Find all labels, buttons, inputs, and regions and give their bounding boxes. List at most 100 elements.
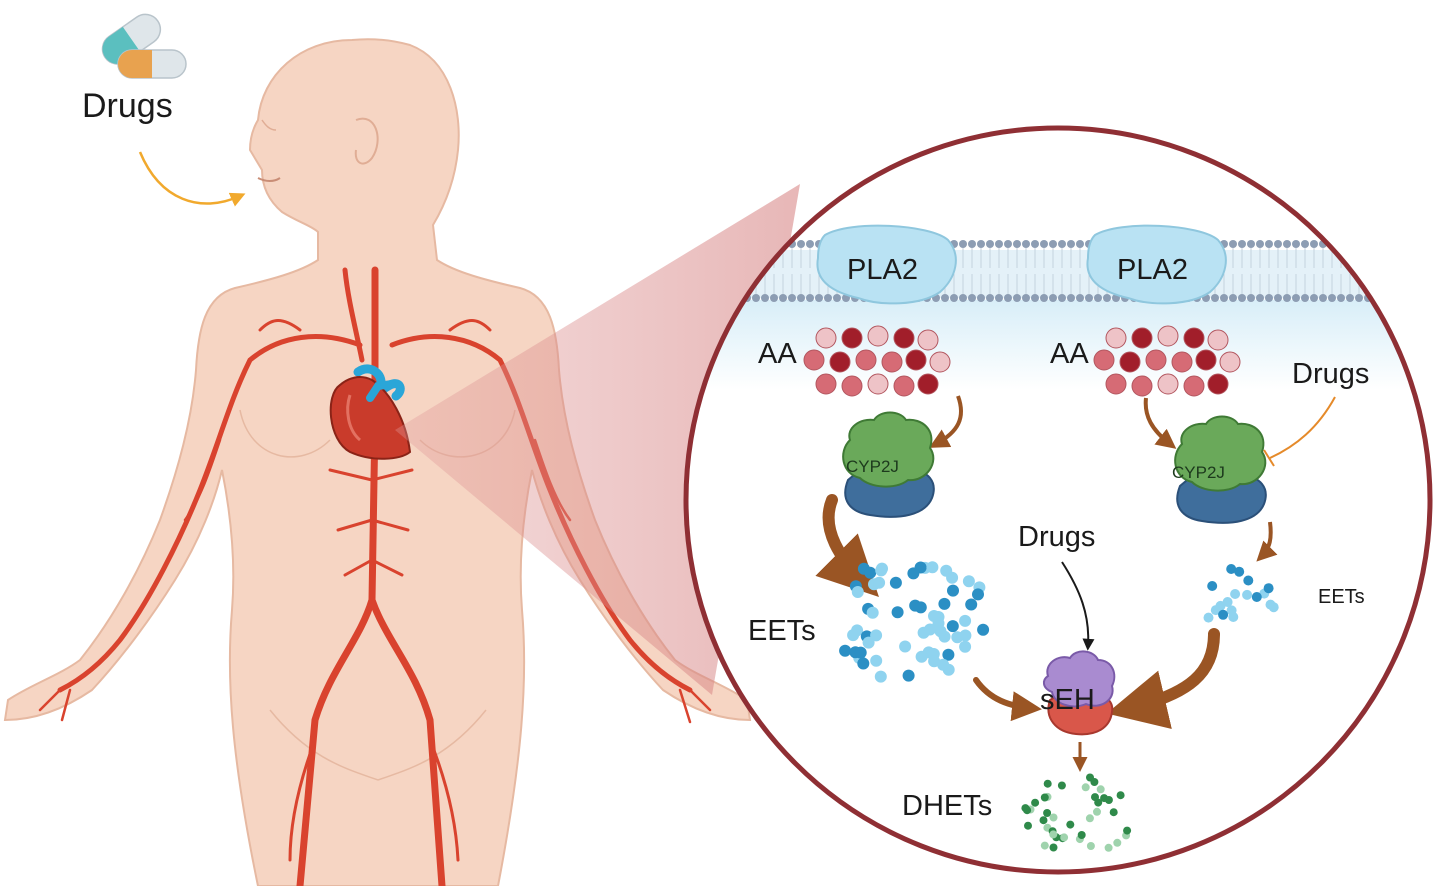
aa-cluster-left — [803, 325, 951, 397]
lipid-head — [977, 240, 985, 248]
lipid-head — [1265, 294, 1273, 302]
dhet-molecule — [1113, 838, 1122, 847]
aa-molecule — [841, 375, 863, 397]
lipid-head — [1310, 240, 1318, 248]
lipid-head — [833, 294, 841, 302]
oral-intake-arrow — [138, 151, 246, 207]
cyp2j-left-label: CYP2J — [846, 457, 899, 476]
lipid-head — [1301, 240, 1309, 248]
lipid-head — [1364, 240, 1372, 248]
aa-molecule — [815, 373, 837, 395]
lipid-head — [1040, 294, 1048, 302]
aa-cluster-right — [1093, 325, 1241, 397]
lipid-head — [1067, 240, 1075, 248]
arrow-eets-to-seh-right — [1106, 628, 1220, 730]
eet-molecule — [1230, 589, 1241, 599]
lipid-head — [1292, 294, 1300, 302]
lipid-head — [1400, 240, 1408, 248]
eet-molecule — [942, 648, 955, 661]
dhet-molecule — [1104, 843, 1113, 852]
lipid-head — [1427, 294, 1430, 302]
eet-molecule — [965, 598, 978, 611]
aa-molecule — [867, 373, 889, 395]
arrow-aa-to-cyp-right — [1143, 397, 1177, 449]
dhet-molecule — [1049, 813, 1058, 822]
lipid-head — [824, 294, 832, 302]
lipid-head — [1355, 294, 1363, 302]
lipid-head — [1283, 294, 1291, 302]
lipid-head — [1400, 294, 1408, 302]
aa-molecule — [803, 349, 825, 371]
lipid-head — [1355, 240, 1363, 248]
lipid-head — [1274, 240, 1282, 248]
aa-molecule — [917, 373, 939, 395]
eet-molecule — [937, 658, 950, 671]
aa-molecule — [829, 351, 851, 373]
eet-molecule — [870, 654, 883, 667]
lipid-head — [977, 294, 985, 302]
lipid-head — [1094, 294, 1102, 302]
eet-molecule — [1234, 566, 1245, 577]
eet-molecule — [847, 629, 860, 642]
pla2-right-label: PLA2 — [1117, 254, 1188, 286]
lipid-head — [1382, 240, 1390, 248]
aa-molecule — [917, 329, 939, 351]
lipid-head — [1013, 240, 1021, 248]
eet-molecule — [902, 669, 915, 682]
aa-molecule — [867, 325, 889, 347]
pla2-enzyme-right: PLA2 — [1086, 224, 1227, 305]
eet-molecule — [864, 566, 877, 579]
dhet-molecule — [1057, 781, 1066, 790]
seh-enzyme: sEH — [1040, 650, 1116, 736]
aa-molecule — [1105, 327, 1127, 349]
aa-molecule — [1093, 349, 1115, 371]
seh-label: sEH — [1040, 684, 1095, 716]
lipid-head — [1346, 294, 1354, 302]
lipid-head — [779, 294, 787, 302]
eet-molecule — [940, 564, 953, 577]
aa-right-label: AA — [1050, 338, 1089, 370]
aa-molecule — [1131, 375, 1153, 397]
lipid-head — [1310, 294, 1318, 302]
aa-molecule — [1119, 351, 1141, 373]
lipid-head — [1373, 240, 1381, 248]
lipid-head — [1256, 240, 1264, 248]
aa-molecule — [1207, 329, 1229, 351]
dhet-molecule — [1023, 806, 1032, 815]
eet-molecule — [839, 644, 852, 657]
eet-molecule — [928, 610, 940, 622]
eet-molecule — [1263, 583, 1274, 594]
capsule-icon — [101, 13, 187, 79]
lipid-head — [1022, 294, 1030, 302]
eet-molecule — [934, 625, 947, 638]
dhet-molecule — [1096, 785, 1105, 794]
pla2-left-label: PLA2 — [847, 254, 918, 286]
eet-molecule — [959, 640, 972, 653]
lipid-head — [995, 294, 1003, 302]
lipid-head — [1391, 294, 1399, 302]
eet-molecule — [947, 584, 959, 597]
lipid-head — [1292, 240, 1300, 248]
eets-cluster-left — [839, 561, 990, 683]
aa-molecule — [1105, 373, 1127, 395]
lipid-head — [1247, 294, 1255, 302]
eet-molecule — [873, 576, 886, 589]
aa-molecule — [855, 349, 877, 371]
lipid-head — [761, 294, 769, 302]
eet-molecule — [1218, 609, 1229, 620]
lipid-head — [1337, 240, 1345, 248]
eet-molecule — [946, 620, 959, 633]
lipid-head — [1256, 294, 1264, 302]
aa-molecule — [1219, 351, 1241, 373]
eet-molecule — [854, 646, 867, 659]
lipid-head — [806, 294, 814, 302]
lipid-head — [1328, 294, 1336, 302]
lipid-head — [806, 240, 814, 248]
eet-molecule — [891, 606, 904, 619]
lipid-head — [941, 294, 949, 302]
lipid-head — [1301, 294, 1309, 302]
lipid-head — [1427, 240, 1430, 248]
aa-molecule — [905, 349, 927, 371]
eet-molecule — [962, 575, 975, 588]
aa-molecule — [1157, 373, 1179, 395]
